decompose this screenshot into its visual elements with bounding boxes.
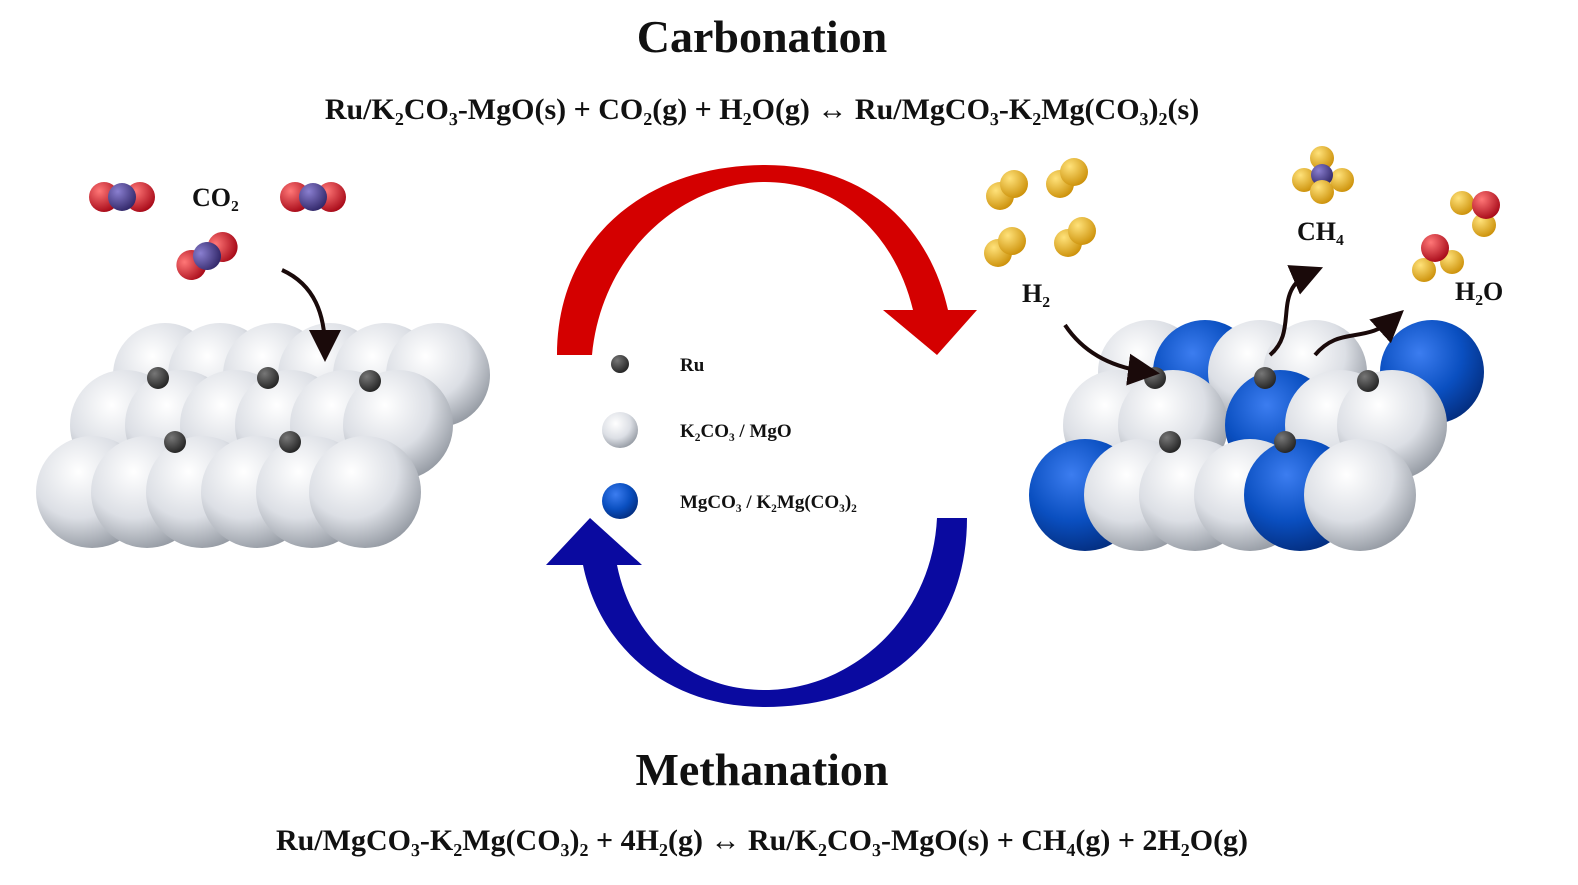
h2-molecules xyxy=(984,158,1096,267)
carbon-atom xyxy=(193,242,221,270)
h2-label: H₂ xyxy=(1022,279,1050,308)
hydrogen-atom xyxy=(1472,213,1496,237)
ch4-desorption-arrow-icon xyxy=(1268,265,1324,357)
ru-particle xyxy=(359,370,381,392)
methanation-equation: Ru/MgCO₃-K₂Mg(CO₃)₂ + 4H₂(g) ↔ Ru/K₂CO₃-… xyxy=(276,824,1248,857)
carbon-atom xyxy=(108,183,136,211)
co2-label: CO₂ xyxy=(192,183,239,212)
adsorption-arrow-icon xyxy=(281,268,341,362)
co2-molecules xyxy=(89,182,346,280)
ru-particle xyxy=(1159,431,1181,453)
ru-particle xyxy=(1274,431,1296,453)
support-sphere xyxy=(309,436,421,548)
h2o-desorption-arrow-icon xyxy=(1313,309,1404,357)
hydrogen-atom xyxy=(1310,180,1334,204)
h2-adsorption-arrow-icon xyxy=(1063,323,1160,386)
legend-support-label: K₂CO₃ / MgO xyxy=(680,421,792,442)
ru-particle xyxy=(147,367,169,389)
hydrogen-atom xyxy=(1292,168,1316,192)
legend-carbonate-label: MgCO₃ / K₂Mg(CO₃)₂ xyxy=(680,492,857,513)
hydrogen-atom xyxy=(1068,217,1096,245)
methanation-title: Methanation xyxy=(636,744,889,795)
hydrogen-atom xyxy=(998,227,1026,255)
carbonated-surface-after xyxy=(1029,320,1484,551)
oxygen-atom xyxy=(1421,234,1449,262)
legend-ru-icon xyxy=(611,355,629,373)
legend-support-icon xyxy=(602,412,638,448)
ru-particle xyxy=(279,431,301,453)
co2-molecule xyxy=(280,182,346,212)
ru-particle xyxy=(1254,367,1276,389)
methanation-arrow xyxy=(546,518,967,707)
hydrogen-atom xyxy=(1330,168,1354,192)
carbon-atom xyxy=(1311,164,1333,186)
carbon-atom xyxy=(299,183,327,211)
hydrogen-atom xyxy=(1060,158,1088,186)
legend: Ru K₂CO₃ / MgO MgCO₃ / K₂Mg(CO₃)₂ xyxy=(602,355,857,519)
oxygen-atom xyxy=(1472,191,1500,219)
h2o-molecules xyxy=(1412,191,1500,282)
carbonation-arrow xyxy=(557,165,977,355)
legend-ru-label: Ru xyxy=(680,355,705,376)
carbonation-title: Carbonation xyxy=(637,11,887,62)
legend-carbonate-icon xyxy=(602,483,638,519)
ru-particle xyxy=(1357,370,1379,392)
co2-molecule xyxy=(176,232,238,280)
ru-particle xyxy=(164,431,186,453)
support-sphere xyxy=(1304,439,1416,551)
hydrogen-atom xyxy=(1412,258,1436,282)
hydrogen-atom xyxy=(1310,146,1334,170)
ru-particle xyxy=(257,367,279,389)
co2-molecule xyxy=(89,182,155,212)
carbonation-equation: Ru/K₂CO₃-MgO(s) + CO₂(g) + H₂O(g) ↔ Ru/M… xyxy=(325,93,1199,126)
ch4-molecule xyxy=(1292,146,1354,204)
ch4-label: CH₄ xyxy=(1297,217,1344,246)
h2o-label: H₂O xyxy=(1455,277,1503,306)
support-surface-before xyxy=(36,323,490,548)
hydrogen-atom xyxy=(1450,191,1474,215)
hydrogen-atom xyxy=(1000,170,1028,198)
